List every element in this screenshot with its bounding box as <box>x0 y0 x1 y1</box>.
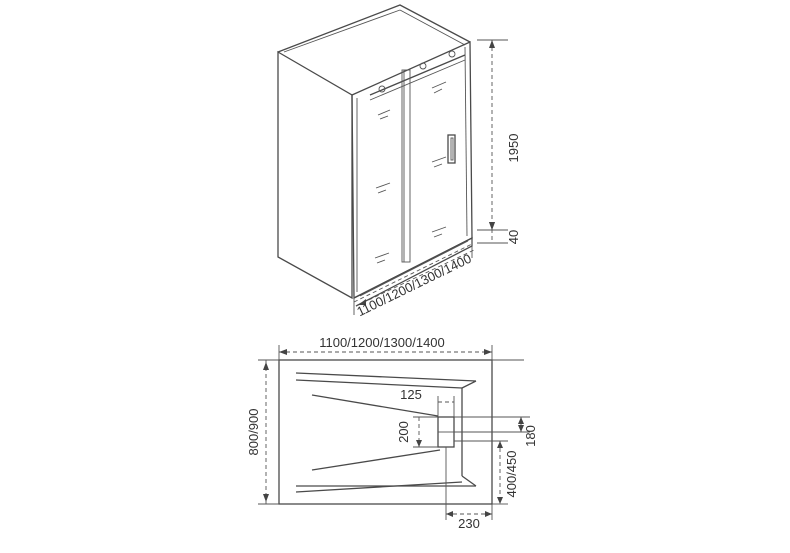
front-width-dimension: 1100/1200/1300/1400 <box>353 240 475 320</box>
plan-width-label: 1100/1200/1300/1400 <box>319 335 445 350</box>
drain-width-label: 230 <box>458 516 480 531</box>
drain-offset-dimension: 125 <box>400 387 455 417</box>
drain-width-dimension: 230 <box>445 447 493 531</box>
right-plan-dimensions: 180 400/450 <box>454 416 538 505</box>
right-depth-label: 400/450 <box>504 451 519 498</box>
height-label: 1950 <box>506 134 521 163</box>
shower-enclosure-3d <box>277 4 473 307</box>
drain-size-label: 200 <box>396 421 411 443</box>
plan-depth-label: 800/900 <box>246 409 261 456</box>
front-width-label: 1100/1200/1300/1400 <box>354 251 473 320</box>
plan-depth-dimension: 800/900 <box>246 359 279 505</box>
drain-size-dimension: 200 <box>396 416 438 448</box>
drain-offset-label: 125 <box>400 387 422 402</box>
plan-width-dimension: 1100/1200/1300/1400 <box>278 335 524 362</box>
right-offset-label: 180 <box>523 425 538 447</box>
base-height-label: 40 <box>506 230 521 244</box>
height-dimension: 1950 40 <box>477 39 521 244</box>
